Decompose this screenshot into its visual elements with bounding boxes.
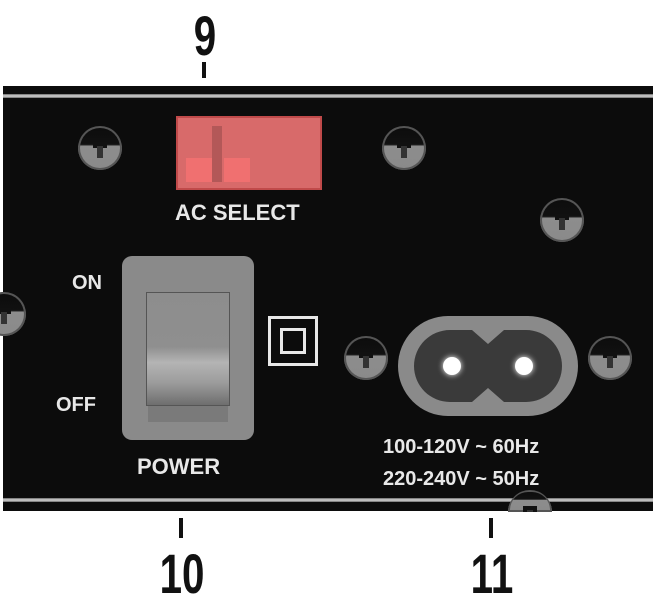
ac-select-switch[interactable] <box>178 118 320 188</box>
ac-select-divider <box>212 126 222 182</box>
ac-select-label: AC SELECT <box>175 200 300 225</box>
voltage-line-1: 100-120V ~ 60Hz <box>383 436 540 458</box>
power-off-label: OFF <box>56 394 96 416</box>
power-rocker[interactable] <box>146 292 230 406</box>
callout-11-number: 11 <box>470 542 514 605</box>
power-label: POWER <box>137 454 221 479</box>
voltage-line-2: 220-240V ~ 50Hz <box>383 468 540 490</box>
power-rocker-base <box>148 406 228 422</box>
double-insulation-inner-square <box>280 328 306 354</box>
callout-10-leader <box>179 518 183 538</box>
inlet-pin-left <box>443 357 461 375</box>
callout-11-leader <box>489 518 493 538</box>
screw-icon <box>78 126 122 170</box>
callout-10-number: 10 <box>159 542 205 605</box>
screw-icon <box>588 336 632 380</box>
figure-8-socket-icon <box>414 330 562 402</box>
top-rail <box>3 94 653 98</box>
callout-9-leader <box>202 62 206 78</box>
power-on-label: ON <box>72 272 102 294</box>
inlet-pin-right <box>515 357 533 375</box>
double-insulation-icon <box>268 316 318 366</box>
screw-icon <box>508 490 552 512</box>
screw-icon <box>344 336 388 380</box>
screw-icon <box>540 198 584 242</box>
ac-select-slot <box>186 158 212 182</box>
power-switch[interactable] <box>122 256 254 440</box>
screw-icon <box>382 126 426 170</box>
ac-select-slot <box>224 158 250 182</box>
ac-power-inlet[interactable] <box>398 316 578 416</box>
bottom-rail <box>3 498 653 502</box>
callout-9-number: 9 <box>193 4 217 67</box>
